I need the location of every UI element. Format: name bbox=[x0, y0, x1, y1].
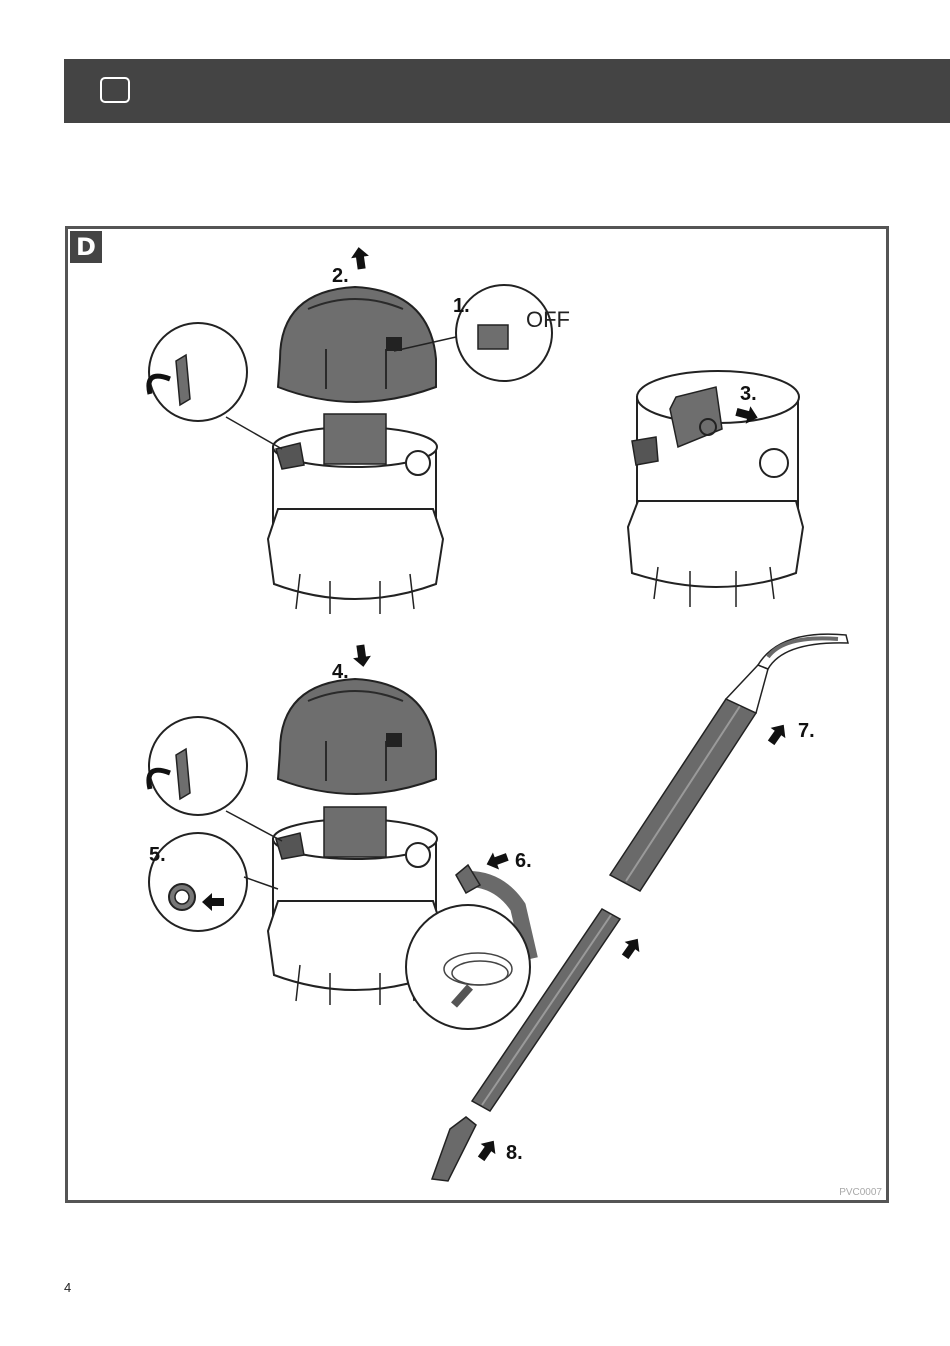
vacuum-cleaner-1 bbox=[268, 287, 443, 614]
step-8-label: 8. bbox=[506, 1142, 523, 1164]
up-arrow-icon bbox=[350, 246, 371, 270]
step-3-label: 3. bbox=[740, 383, 757, 405]
clip-detail-1 bbox=[149, 323, 282, 449]
step-5-label: 5. bbox=[149, 844, 166, 866]
crevice-nozzle bbox=[432, 1117, 476, 1181]
language-box bbox=[100, 77, 130, 103]
step-6-label: 6. bbox=[515, 850, 532, 872]
push-arrow-icon bbox=[474, 1136, 501, 1164]
push-arrow-icon bbox=[618, 934, 645, 962]
extension-tube-upper bbox=[610, 634, 848, 891]
reference-code: PVC0007 bbox=[839, 1187, 882, 1198]
step-4-label: 4. bbox=[332, 661, 349, 683]
header-bar bbox=[64, 59, 950, 123]
assembly-illustration: OFF 1. 2. 3. bbox=[68, 229, 886, 1200]
push-arrow-icon bbox=[484, 848, 511, 872]
down-arrow-icon bbox=[351, 644, 372, 668]
clip-detail-2 bbox=[149, 717, 282, 841]
page-number: 4 bbox=[64, 1280, 71, 1295]
step-7-label: 7. bbox=[798, 720, 815, 742]
filter-detail bbox=[149, 833, 278, 931]
section-badge: D bbox=[70, 231, 102, 263]
push-arrow-icon bbox=[764, 720, 791, 748]
vacuum-cleaner-open bbox=[628, 371, 803, 607]
power-switch-icon bbox=[478, 325, 508, 349]
figure-frame: OFF 1. 2. 3. bbox=[65, 226, 889, 1203]
step-2-label: 2. bbox=[332, 265, 349, 287]
switch-off-label: OFF bbox=[526, 307, 570, 332]
step-1-label: 1. bbox=[453, 295, 470, 317]
